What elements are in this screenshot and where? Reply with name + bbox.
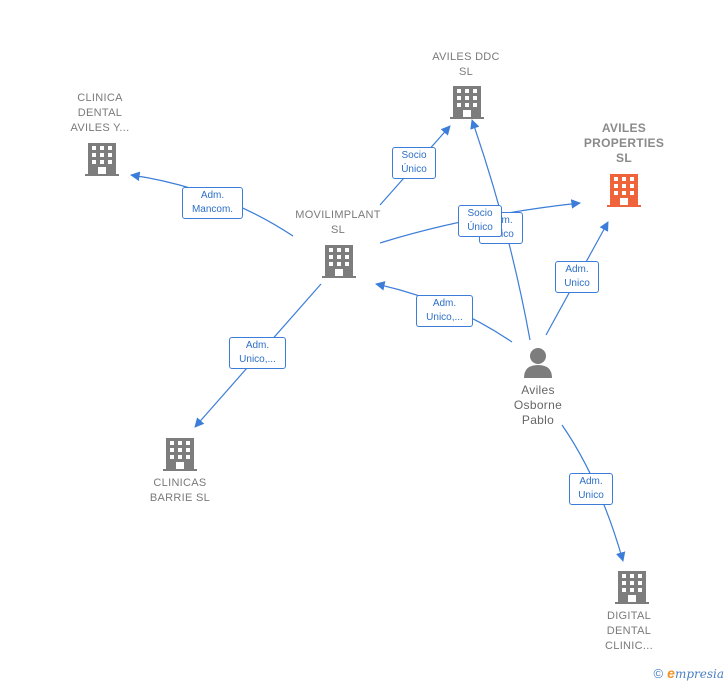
- edge-label-person-digital[interactable]: Adm. Unico: [569, 473, 613, 505]
- node-digital-dental[interactable]: DIGITAL DENTAL CLINIC...: [605, 610, 653, 652]
- empresia-logo-e: e: [667, 665, 675, 681]
- building-icon[interactable]: [615, 571, 649, 604]
- building-icon[interactable]: [163, 438, 197, 471]
- empresia-watermark: ©empresia: [654, 665, 724, 681]
- node-clinica-dental[interactable]: CLINICA DENTAL AVILES Y...: [70, 92, 130, 134]
- copyright-symbol: ©: [653, 666, 664, 681]
- person-icon[interactable]: [524, 348, 552, 378]
- node-clinicas-barrie[interactable]: CLINICAS BARRIE SL: [149, 477, 211, 504]
- building-icon-main[interactable]: [607, 174, 641, 207]
- edge-label-movil-properties[interactable]: Socio Único: [458, 205, 502, 237]
- building-icon[interactable]: [322, 245, 356, 278]
- edge-label-movil-barrie[interactable]: Adm. Unico,...: [229, 337, 286, 369]
- edge-label-movil-ddc[interactable]: Socio Único: [392, 147, 436, 179]
- node-aviles-ddc[interactable]: AVILES DDC SL: [432, 51, 500, 78]
- empresia-logo-text: mpresia: [674, 667, 724, 681]
- node-person[interactable]: Aviles Osborne Pablo: [513, 383, 563, 427]
- edge-label-movil-clinica[interactable]: Adm. Mancom.: [182, 187, 243, 219]
- edge-label-person-properties[interactable]: Adm. Unico: [555, 261, 599, 293]
- node-aviles-properties[interactable]: AVILES PROPERTIES SL: [583, 121, 665, 165]
- edge-label-person-movil[interactable]: Adm. Unico,...: [416, 295, 473, 327]
- building-icon[interactable]: [450, 86, 484, 119]
- node-movilimplant[interactable]: MOVILIMPLANT SL: [295, 209, 381, 236]
- building-icon[interactable]: [85, 143, 119, 176]
